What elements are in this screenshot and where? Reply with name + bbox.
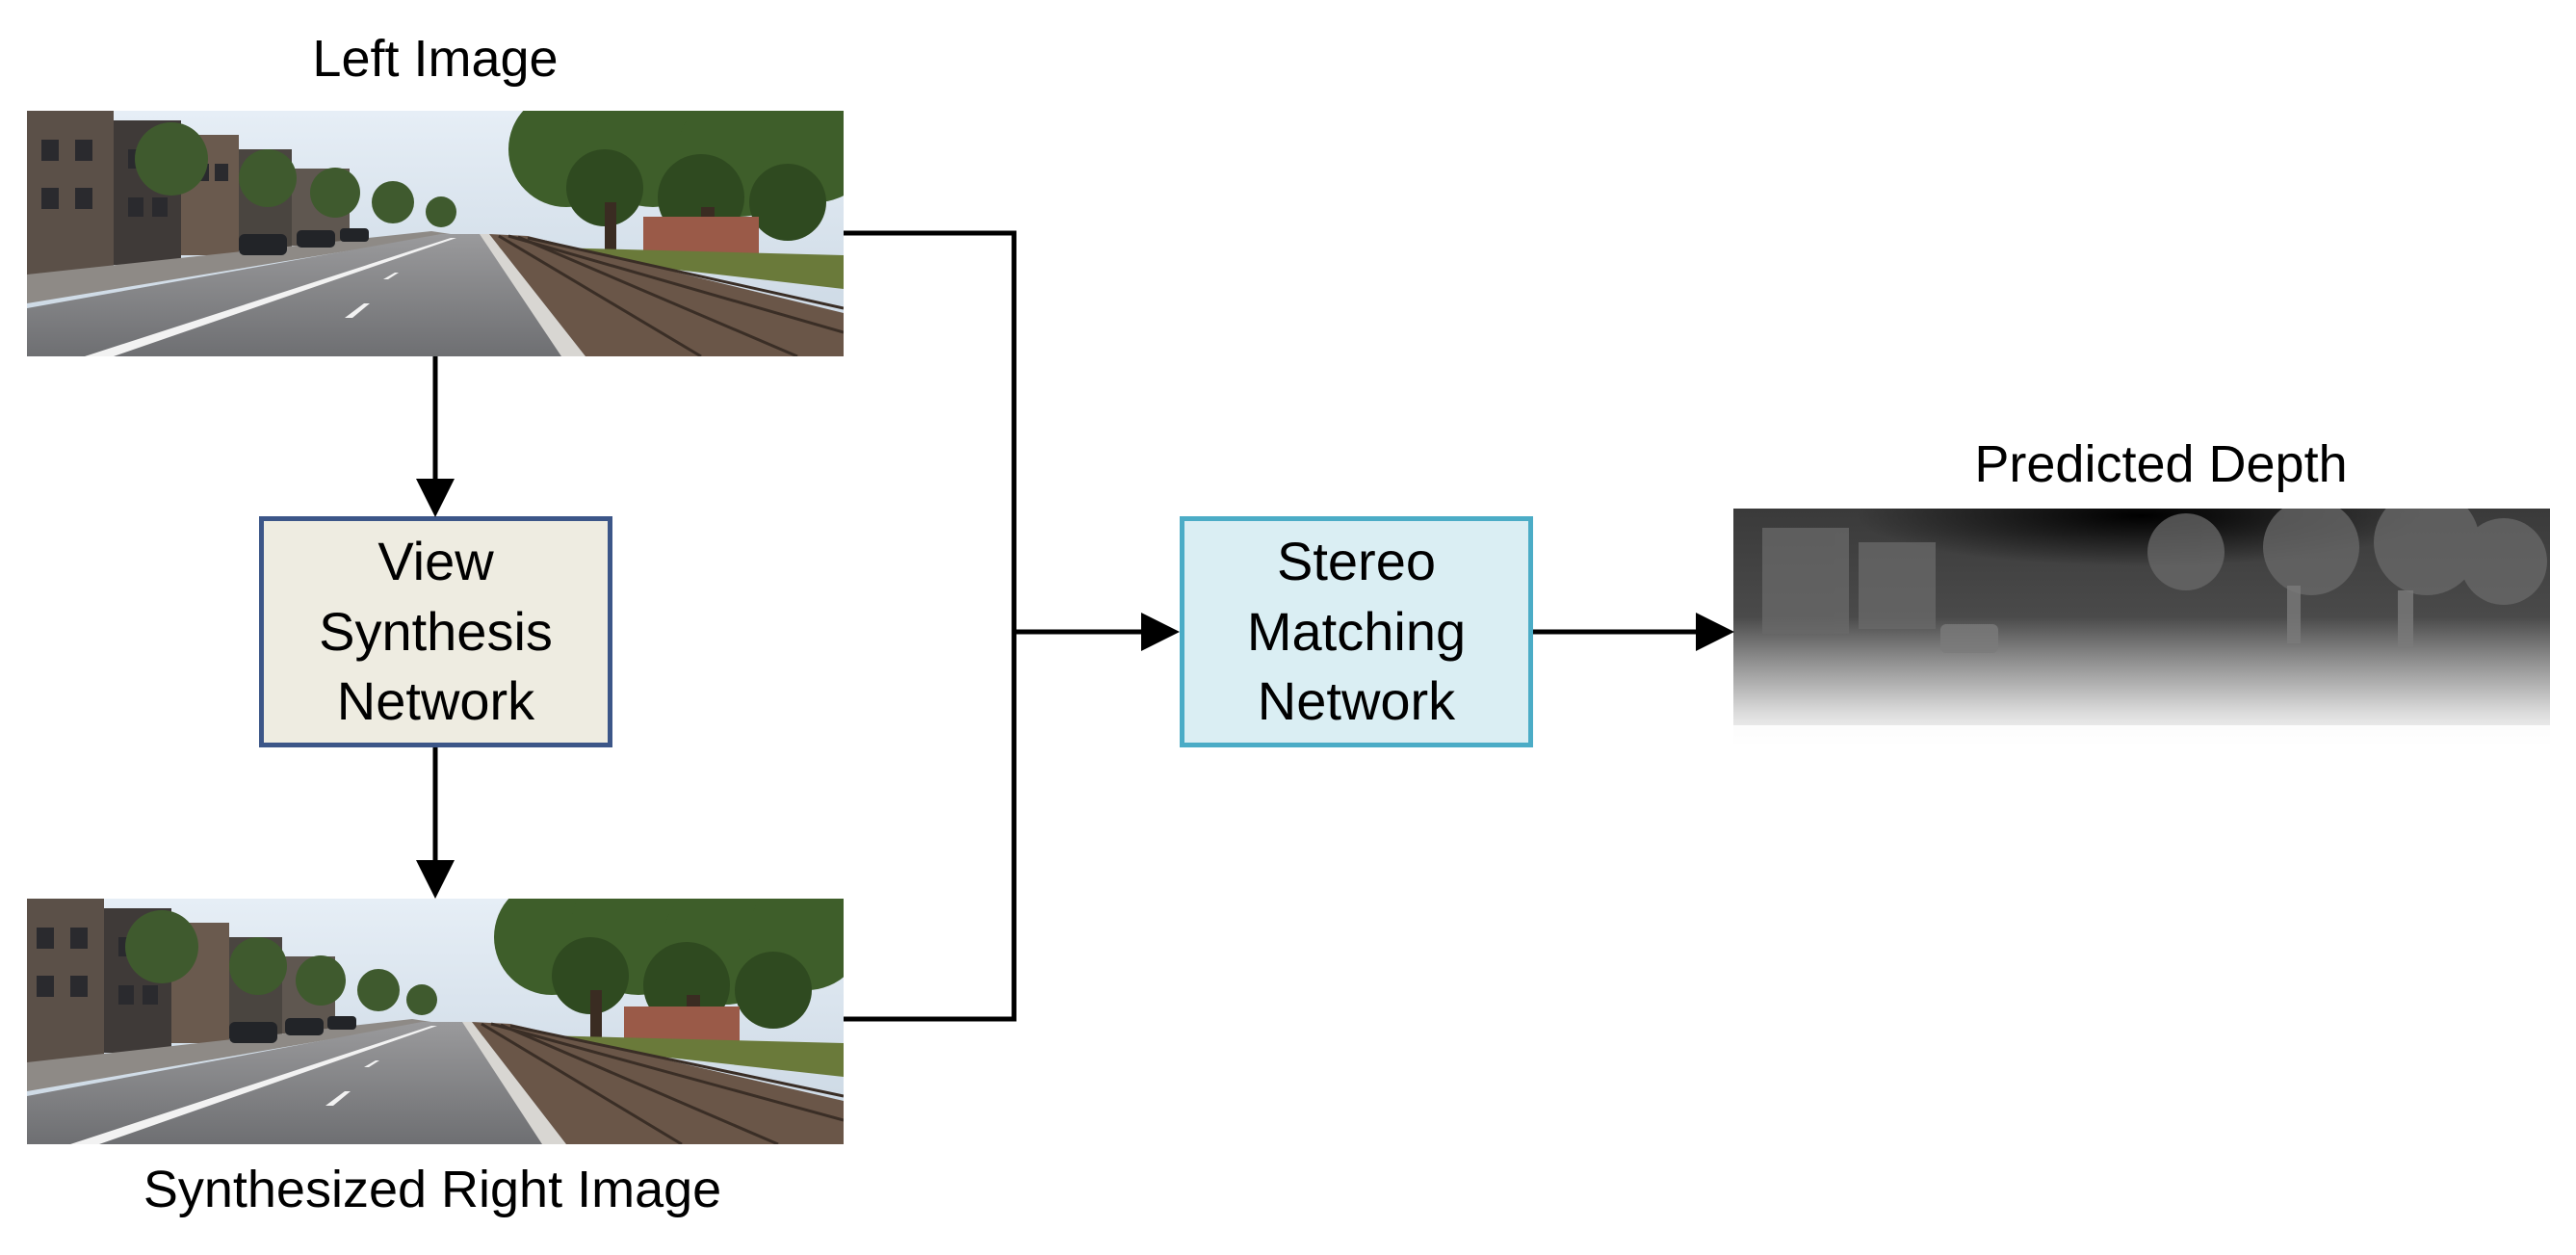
stereo-matching-line-2: Matching — [1246, 600, 1467, 662]
synthesized-right-image — [27, 899, 844, 1144]
stereo-matching-line-3: Network — [1257, 670, 1456, 732]
view-synthesis-network-box: View Synthesis Network — [259, 516, 612, 747]
view-synthesis-line-3: Network — [336, 670, 535, 732]
view-synthesis-line-2: Synthesis — [319, 600, 553, 662]
predicted-depth-image — [1733, 509, 2550, 749]
view-synthesis-line-1: View — [377, 530, 494, 591]
stereo-matching-line-1: Stereo — [1277, 530, 1436, 591]
predicted-depth-caption: Predicted Depth — [1974, 435, 2348, 493]
stereo-matching-network-box: Stereo Matching Network — [1180, 516, 1533, 747]
left-image-caption: Left Image — [312, 30, 559, 88]
synthesized-right-image-caption: Synthesized Right Image — [143, 1161, 722, 1218]
connector-left-image-to-junction — [844, 230, 1017, 1022]
left-image — [27, 111, 844, 356]
